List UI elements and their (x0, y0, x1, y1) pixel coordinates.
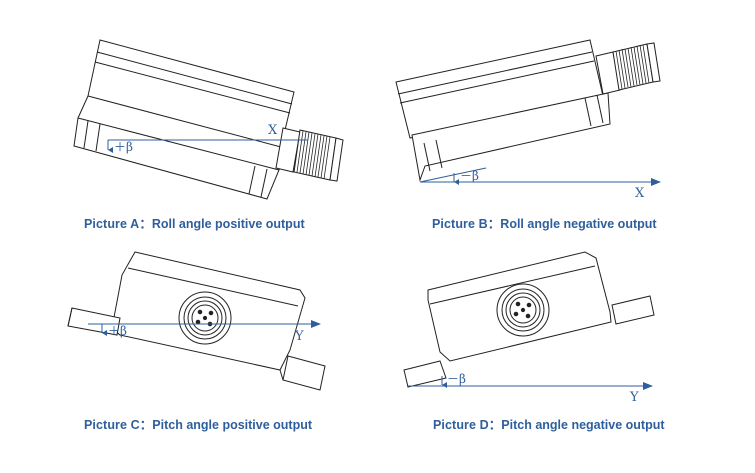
caption-picture-a: Picture A：Roll angle positive output (84, 213, 305, 232)
axis-label-a: X (268, 123, 278, 138)
angle-label-d: －β (447, 372, 466, 386)
caption-separator: ： (139, 217, 152, 231)
caption-label: Picture A (84, 217, 140, 231)
axis-label-d: Y (629, 390, 639, 405)
caption-description: Pitch angle negative output (501, 418, 665, 432)
caption-separator: ： (487, 217, 501, 231)
slope-line-b (419, 167, 487, 183)
caption-description: Pitch angle positive output (152, 418, 313, 432)
sensor-drawing-d (403, 251, 655, 388)
caption-picture-b: Picture B：Roll angle negative output (432, 213, 657, 232)
axis-label-b: X (635, 186, 645, 201)
sensor-drawing-a (73, 39, 344, 200)
angle-label-b: －β (460, 169, 479, 183)
sensor-drawing-b (395, 39, 661, 182)
caption-label: Picture B (432, 217, 488, 231)
caption-label: Picture D (433, 418, 489, 432)
caption-picture-d: Picture D：Pitch angle negative output (433, 414, 665, 433)
caption-description: Roll angle negative output (500, 217, 657, 231)
caption-picture-c: Picture C：Pitch angle positive output (84, 414, 312, 433)
caption-separator: ： (139, 418, 153, 432)
caption-description: Roll angle positive output (151, 217, 305, 231)
axis-label-c: Y (294, 329, 304, 344)
caption-separator: ： (488, 418, 502, 432)
angle-label-a: ＋β (114, 140, 133, 154)
caption-label: Picture C (84, 418, 140, 432)
sensor-drawing-c (67, 251, 326, 391)
angle-label-c: ＋β (108, 324, 127, 338)
